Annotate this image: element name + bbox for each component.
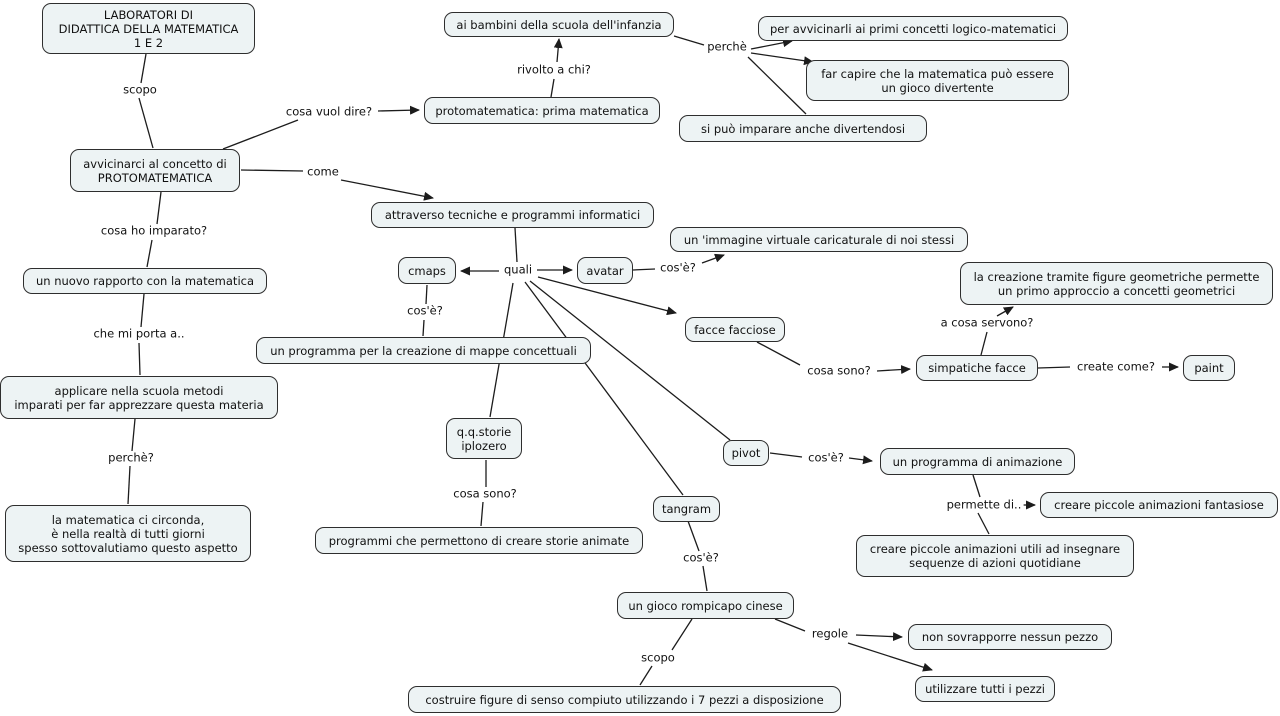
link-label-scopo-1[interactable]: scopo (121, 82, 159, 97)
concept-node-avatar[interactable]: avatar (577, 257, 633, 284)
concept-node-figure-geometriche[interactable]: la creazione tramite figure geometriche … (960, 262, 1273, 305)
connector-segment-15 (138, 342, 141, 376)
connector-segment-44 (671, 618, 693, 651)
connector-segment-37 (769, 452, 803, 458)
link-label-che-mi-porta-a[interactable]: che mi porta a.. (91, 326, 187, 341)
concept-node-programma-mappe[interactable]: un programma per la creazione di mappe c… (256, 337, 591, 364)
concept-node-animazioni-quotidiane[interactable]: creare piccole animazioni utili ad inseg… (856, 535, 1134, 577)
link-label-rivolto-a-chi[interactable]: rivolto a chi? (515, 62, 593, 77)
link-label-create-come[interactable]: create come? (1075, 359, 1157, 374)
concept-node-costruire-figure[interactable]: costruire figure di senso compiuto utili… (408, 686, 841, 713)
connector-segment-23 (524, 281, 684, 496)
connector-segment-26 (422, 319, 425, 337)
link-label-quali[interactable]: quali (501, 262, 535, 277)
connector-segment-9 (747, 56, 807, 115)
link-label-cose-pivot[interactable]: cos'è? (806, 450, 846, 465)
connector-segment-14 (140, 293, 145, 328)
connector-segment-2 (222, 119, 299, 150)
connector-segment-6 (673, 35, 705, 46)
concept-node-imparare-divertendosi[interactable]: si può imparare anche divertendosi (679, 115, 927, 142)
connector-segment-27 (632, 268, 656, 271)
concept-node-facce-facciose[interactable]: facce facciose (685, 317, 785, 342)
connector-segment-38 (848, 455, 873, 465)
connector-segment-40 (977, 512, 990, 535)
link-label-regole[interactable]: regole (809, 626, 851, 641)
link-label-scopo-2[interactable]: scopo (639, 650, 677, 665)
link-label-cosa-sono-storie[interactable]: cosa sono? (451, 486, 519, 501)
connector-segment-7 (750, 38, 793, 50)
link-label-come[interactable]: come (305, 164, 341, 179)
concept-node-nuovo-rapporto[interactable]: un nuovo rapporto con la matematica (23, 268, 267, 294)
connector-segment-32 (996, 306, 1014, 317)
connector-segment-42 (687, 520, 700, 552)
concept-node-animazioni-fantasiose[interactable]: creare piccole animazioni fantasiose (1040, 492, 1278, 518)
connector-segment-30 (876, 365, 911, 375)
concept-node-tecniche-programmi[interactable]: attraverso tecniche e programmi informat… (371, 202, 654, 228)
connector-segment-10 (240, 169, 304, 172)
link-label-cosa-sono-facce[interactable]: cosa sono? (805, 363, 873, 378)
concept-node-laboratori[interactable]: LABORATORI DI DIDATTICA DELLA MATEMATICA… (42, 3, 255, 54)
link-label-cosa-vuol-dire[interactable]: cosa vuol dire? (283, 104, 375, 119)
connector-segment-11 (340, 179, 434, 201)
connector-segment-13 (146, 239, 153, 268)
connector-segment-36 (480, 501, 484, 527)
connector-segment-4 (550, 78, 555, 98)
concept-node-avvicinarli-concetti[interactable]: per avvicinarli ai primi concetti logico… (758, 16, 1068, 41)
concept-node-matematica-circonda[interactable]: la matematica ci circonda, è nella realt… (5, 505, 251, 562)
concept-node-tangram[interactable]: tangram (653, 496, 720, 522)
concept-node-simpatiche-facce[interactable]: simpatiche facce (916, 355, 1038, 381)
concept-node-gioco-divertente[interactable]: far capire che la matematica può essere … (806, 60, 1069, 101)
connector-segment-39 (972, 474, 981, 498)
connector-segment-46 (774, 618, 806, 632)
connector-segment-17 (127, 465, 131, 505)
connector-segment-25 (425, 284, 428, 305)
connector-segment-28 (701, 253, 725, 264)
connector-segment-3 (377, 105, 420, 115)
connector-segment-29 (756, 341, 801, 366)
connector-segment-16 (131, 418, 136, 452)
concept-node-cmaps[interactable]: cmaps (398, 257, 456, 284)
concept-node-programma-animazione[interactable]: un programma di animazione (880, 448, 1075, 475)
concept-node-bambini[interactable]: ai bambini della scuola dell'infanzia (444, 12, 674, 37)
connector-segment-22 (529, 280, 731, 441)
concept-node-avvicinarci[interactable]: avvicinarci al concetto di PROTOMATEMATI… (70, 149, 240, 192)
connector-segment-48 (847, 642, 933, 672)
connector-segment-5 (553, 38, 563, 63)
concept-node-qqstorie[interactable]: q.q.storie iplozero (446, 418, 522, 459)
concept-node-rompicapo[interactable]: un gioco rompicapo cinese (617, 592, 794, 619)
connector-segment-31 (980, 331, 988, 356)
link-label-permette-di[interactable]: permette di.. (944, 497, 1024, 512)
connector-segment-18 (514, 227, 518, 263)
connector-segment-21 (537, 276, 677, 316)
link-label-perche-1[interactable]: perchè (705, 39, 749, 54)
concept-node-paint[interactable]: paint (1183, 355, 1235, 381)
link-label-a-cosa-servono[interactable]: a cosa servono? (938, 315, 1036, 330)
link-label-cose-cmaps[interactable]: cos'è? (405, 303, 445, 318)
concept-node-utilizzare-pezzi[interactable]: utilizzare tutti i pezzi (915, 676, 1055, 702)
connector-segment-33 (1037, 366, 1071, 369)
link-label-cosa-ho-imparato[interactable]: cosa ho imparato? (98, 223, 210, 238)
link-label-cose-tangram[interactable]: cos'è? (681, 550, 721, 565)
connector-segment-47 (855, 632, 903, 642)
connector-segment-0 (140, 53, 147, 84)
connector-segment-1 (138, 97, 154, 149)
connector-segment-8 (750, 52, 814, 66)
concept-node-protomatematica[interactable]: protomatematica: prima matematica (424, 97, 660, 124)
concept-node-non-sovrapporre[interactable]: non sovrapporre nessun pezzo (908, 624, 1112, 650)
concept-node-immagine-virtuale[interactable]: un 'immagine virtuale caricaturale di no… (670, 227, 968, 252)
link-label-cose-avatar[interactable]: cos'è? (658, 260, 698, 275)
connector-segment-43 (702, 565, 708, 592)
concept-node-applicare[interactable]: applicare nella scuola metodi imparati p… (0, 376, 278, 419)
concept-node-storie-animate[interactable]: programmi che permettono di creare stori… (315, 527, 643, 554)
concept-node-pivot[interactable]: pivot (723, 440, 769, 466)
connector-segment-12 (156, 191, 162, 225)
connector-segment-45 (639, 665, 653, 686)
link-label-perche-2[interactable]: perchè? (106, 450, 156, 465)
